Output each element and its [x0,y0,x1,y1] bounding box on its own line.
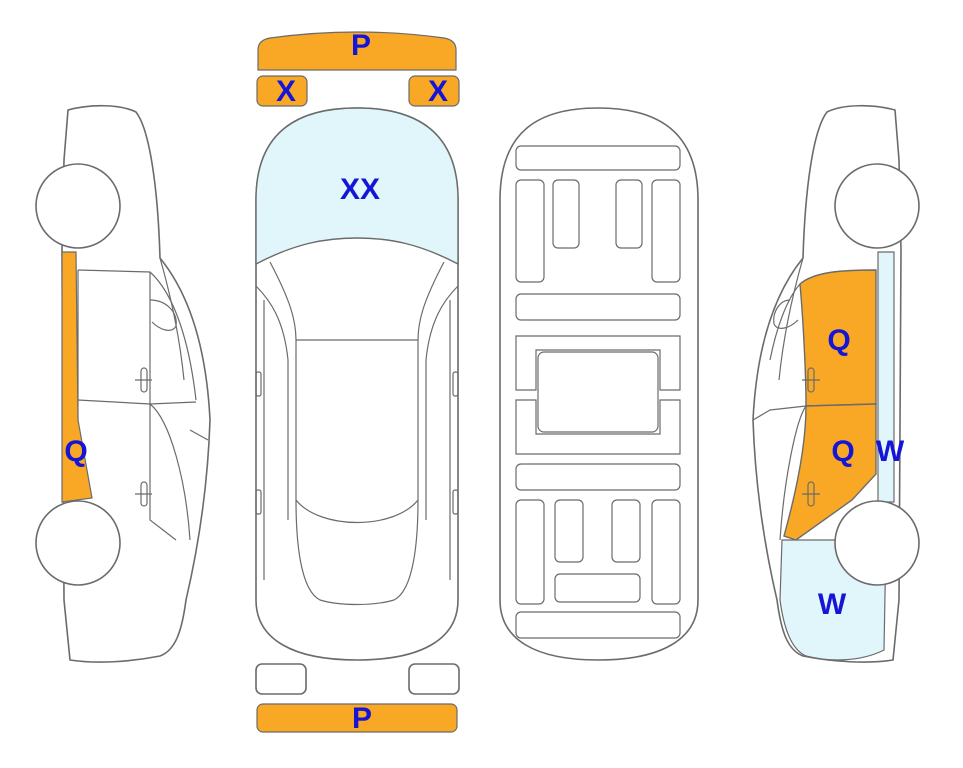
rear-right-lamp-shape [408,663,460,695]
underbody-view [499,107,699,661]
right-rear-pillar-label: W [875,435,905,468]
right-rear-quarter-label: W [817,588,847,621]
rear-left-lamp-shape [255,663,307,695]
underbody-outline [499,107,699,661]
left-side-pillar-label: Q [64,435,88,468]
front-bumper-shape [257,31,457,71]
top-view [255,31,460,733]
left-front-wheel [35,163,121,249]
right-rear-door-label: Q [831,435,855,468]
front-right-lamp-shape [408,75,460,107]
right-front-door-label: Q [827,324,851,357]
hood-label: XX [339,173,381,206]
front-right-lamp-label: X [427,75,449,108]
right-rear-door-shape [783,403,877,541]
rear-bumper-shape [256,703,458,733]
left-side-view [35,104,211,663]
right-rear-pillar-shape [877,251,895,503]
rear-bumper-label: P [351,702,373,735]
right-side-view [752,104,920,663]
right-rear-wheel [834,500,920,586]
front-left-lamp-label: X [275,75,297,108]
right-front-wheel [834,163,920,249]
left-rear-wheel [35,500,121,586]
front-bumper-label: P [350,29,372,62]
hood-shape [255,107,459,266]
left-side-pillar [61,251,93,503]
front-left-lamp-shape [256,75,308,107]
